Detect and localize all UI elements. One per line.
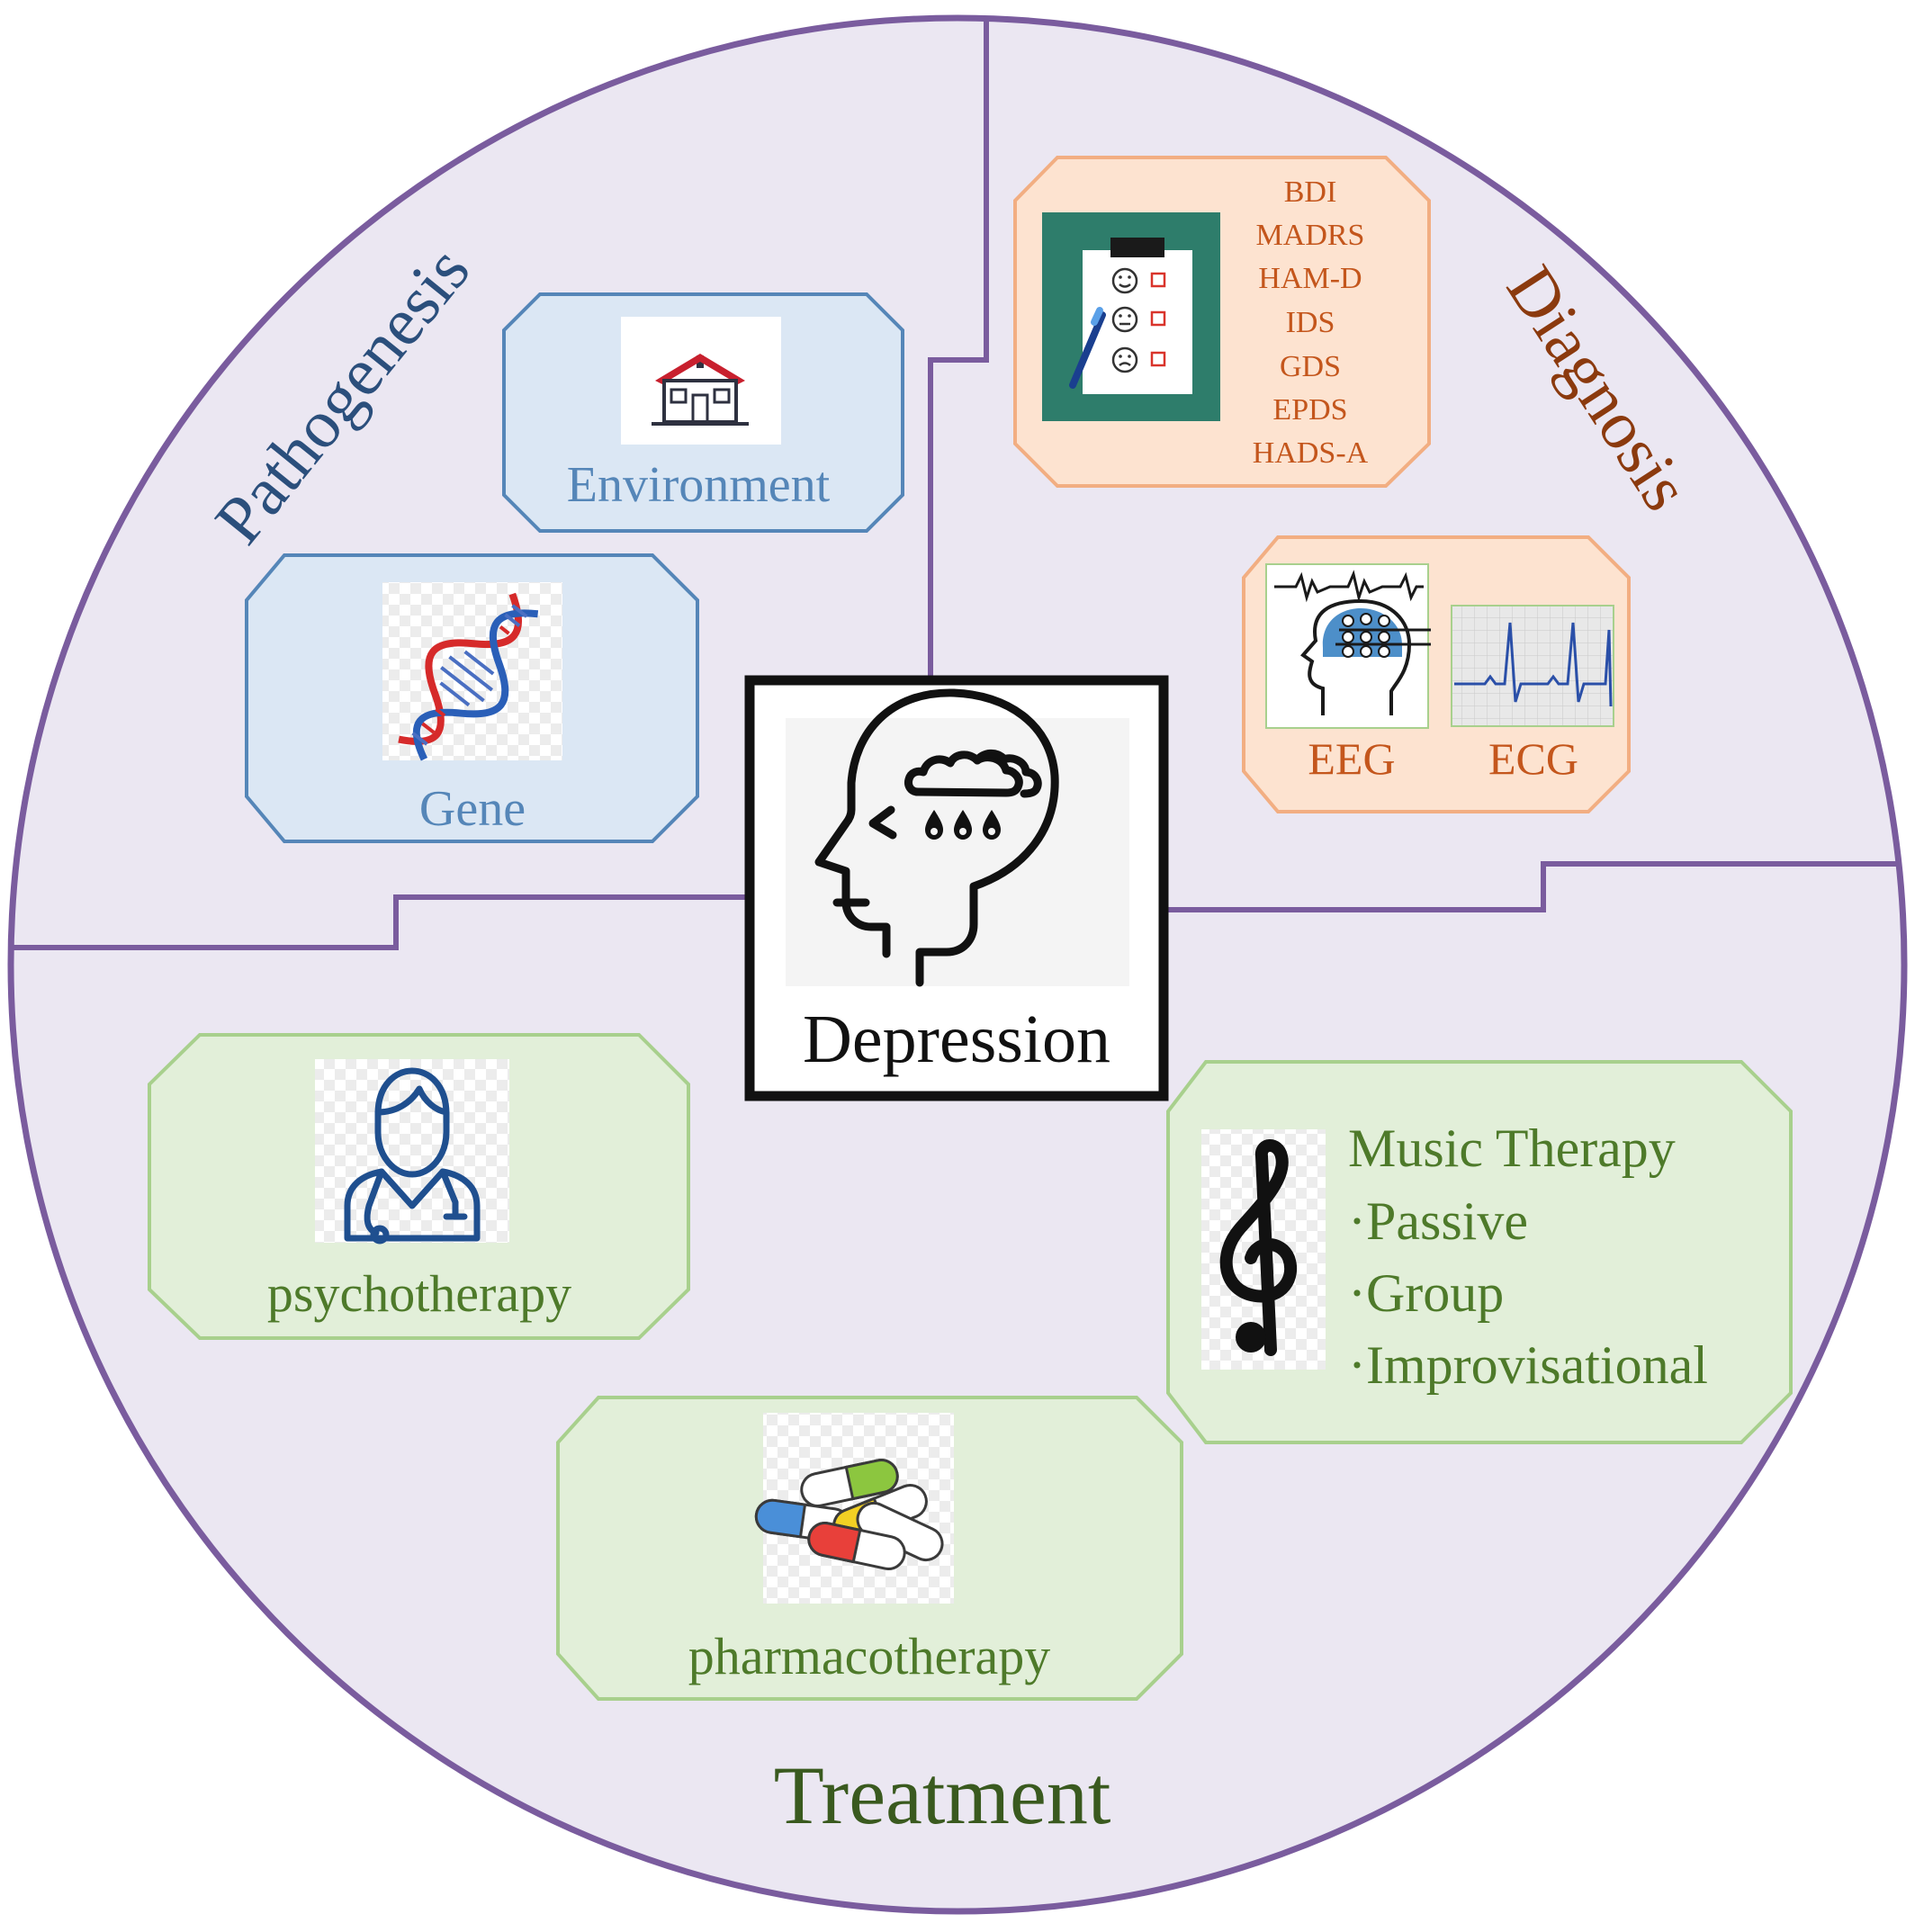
ecg-waveform-icon: [1451, 605, 1614, 727]
treatment-title: Treatment: [774, 1749, 1111, 1841]
environment-box: Environment: [502, 292, 904, 533]
pills-icon: [754, 1459, 944, 1570]
scale-item: EPDS: [1272, 393, 1347, 427]
pharmacotherapy-label: pharmacotherapy: [688, 1627, 1051, 1685]
music-therapy-box: Music Therapy ·Passive ·Group ·Improvisa…: [1166, 1060, 1793, 1444]
signals-box: EEG ECG: [1242, 535, 1631, 813]
house-icon: [652, 354, 749, 426]
scale-item: HAM-D: [1258, 262, 1362, 295]
music-therapy-option: ·Improvisational: [1348, 1335, 1708, 1395]
depressed-head-icon: [814, 688, 1059, 987]
depression-center-box: Depression: [744, 675, 1169, 1101]
psychotherapy-box: psychotherapy: [148, 1033, 690, 1340]
psychotherapy-label: psychotherapy: [267, 1264, 571, 1323]
doctor-icon: [344, 1067, 481, 1245]
treble-clef-icon: [1219, 1139, 1298, 1356]
scale-item: IDS: [1286, 306, 1335, 339]
gene-label: Gene: [419, 781, 526, 837]
scales-box: BDI MADRS HAM-D IDS GDS EPDS HADS-A: [1013, 156, 1431, 488]
music-therapy-option: ·Group: [1348, 1263, 1504, 1323]
teardrop-icons: [925, 810, 1001, 840]
ecg-label: ECG: [1488, 733, 1578, 784]
environment-label: Environment: [567, 457, 831, 513]
outer-circle-border: [7, 14, 1908, 1915]
scale-item: MADRS: [1256, 219, 1365, 252]
section-dividers: [11, 18, 1904, 950]
scale-item: HADS-A: [1253, 436, 1369, 470]
dna-icon: [398, 592, 539, 761]
music-therapy-option: ·Passive: [1348, 1191, 1528, 1251]
eeg-head-icon: [1265, 563, 1431, 729]
music-therapy-title: Music Therapy: [1348, 1119, 1676, 1178]
scale-item: BDI: [1284, 175, 1337, 209]
pharmacotherapy-box: pharmacotherapy: [556, 1396, 1183, 1701]
depression-label: Depression: [803, 1002, 1110, 1077]
clipboard-questionnaire-icon: [1042, 212, 1220, 421]
gene-box: Gene: [245, 553, 699, 843]
scale-item: GDS: [1280, 350, 1341, 383]
eeg-label: EEG: [1308, 733, 1395, 784]
